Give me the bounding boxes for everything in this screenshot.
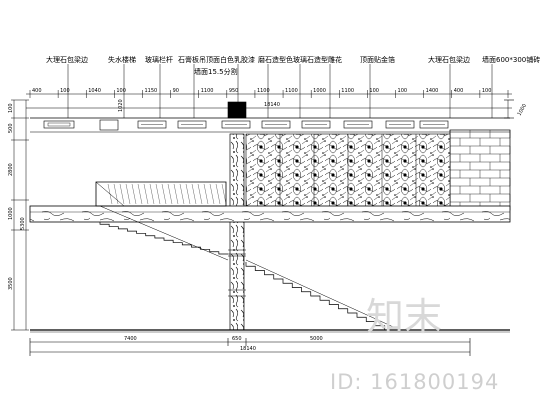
top-dim-total: 18140 <box>264 102 280 108</box>
top-dim-13: 100 <box>398 88 408 94</box>
watermark-logo: 知末 <box>366 295 442 339</box>
left-dim-4: 3500 <box>8 277 14 290</box>
left-dim-total: 5300 <box>20 217 26 230</box>
leader-lines <box>67 64 493 118</box>
left-dim-3: 1000 <box>8 207 14 220</box>
top-dim-7: 950 <box>229 88 239 94</box>
bottom-dim-0: 7400 <box>124 336 137 342</box>
right-dim-0: 1000 <box>517 103 529 117</box>
column-bands <box>228 249 246 297</box>
watermark-id: ID: 161800194 <box>330 370 499 394</box>
bottom-dimension-chain: 7400 650 5000 18140 <box>29 336 471 356</box>
top-dim-8: 1100 <box>257 88 270 94</box>
top-dim-0: 400 <box>32 88 42 94</box>
top-dim-15: 400 <box>454 88 464 94</box>
left-dim-1: 500 <box>8 123 14 133</box>
label-gypsum-ceiling: 石膏板吊顶面白色乳胶漆 <box>178 55 255 64</box>
label-wall-tile: 墙面600*300铺砖 <box>482 55 540 64</box>
top-dim-12: 100 <box>369 88 379 94</box>
top-dim-6: 1100 <box>201 88 214 94</box>
bottom-dim-2: 5000 <box>310 336 323 342</box>
label-glass-rail: 玻璃栏杆 <box>145 55 173 64</box>
ceiling-zone <box>30 101 510 133</box>
top-dimension-chain: 400 100 1040 100 1150 90 1100 950 1100 1100 1000 11… <box>26 88 512 109</box>
label-ceiling-note: 墙面15.5分割 <box>194 67 238 76</box>
screen-frame-lines <box>279 134 417 208</box>
bottom-dim-1: 650 <box>232 336 242 342</box>
left-dim-0: 100 <box>8 103 14 113</box>
stone-column <box>229 133 245 331</box>
top-dim-5: 90 <box>173 88 179 94</box>
bottom-dim-total: 18140 <box>240 346 256 352</box>
left-dim-2: 2800 <box>8 163 14 176</box>
watermark: 知末 ID: 161800194 <box>330 295 499 394</box>
label-ceiling-metal: 顶面贴金箔 <box>360 55 395 64</box>
ceiling-beam-block <box>227 101 247 119</box>
left-dimension-chain: 100 500 2800 1000 3500 5300 1020 <box>8 99 124 331</box>
label-marble-cornice-left: 大理石包梁边 <box>46 55 88 64</box>
glass-balustrade <box>95 181 227 207</box>
annotation-labels: 大理石包梁边 失水楼梯 玻璃栏杆 石膏板吊顶面白色乳胶漆 磨石造型色玻璃石造型雕… <box>46 55 540 76</box>
top-dim-10: 1000 <box>313 88 326 94</box>
stair-run <box>99 205 401 331</box>
wall-tile-grid <box>449 129 511 211</box>
top-dim-11: 1100 <box>341 88 354 94</box>
ceiling-light-panel <box>43 120 75 129</box>
label-marble-cornice-right: 大理石包梁边 <box>428 55 470 64</box>
small-left-dim: 1020 <box>118 99 124 112</box>
top-dim-14: 1400 <box>426 88 439 94</box>
top-dim-1: 100 <box>60 88 70 94</box>
floor-slab-marble <box>29 205 511 223</box>
right-dimension: 1000 <box>504 99 529 119</box>
label-water-stair: 失水楼梯 <box>108 55 136 64</box>
top-dim-4: 1150 <box>144 88 157 94</box>
top-dim-3: 100 <box>116 88 126 94</box>
top-dim-16: 100 <box>482 88 492 94</box>
top-dim-9: 1100 <box>285 88 298 94</box>
label-frosted-glass: 磨石造型色玻璃石造型雕花 <box>258 55 342 64</box>
top-dim-2: 1040 <box>88 88 101 94</box>
